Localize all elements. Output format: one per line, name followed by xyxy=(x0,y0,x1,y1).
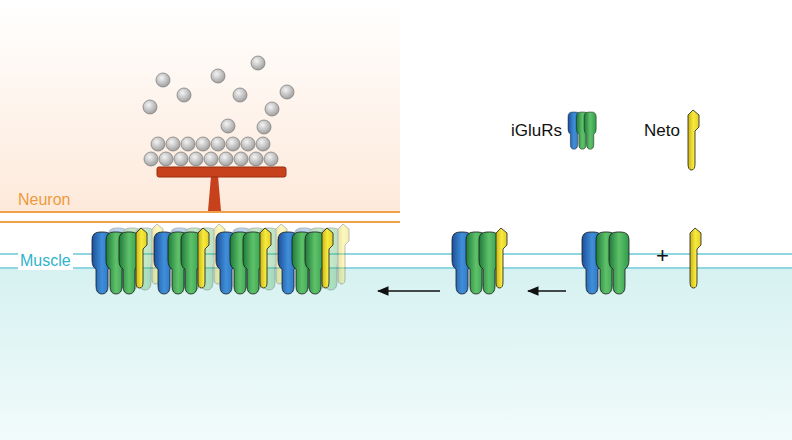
synaptic-vesicle xyxy=(166,137,180,151)
synaptic-vesicle xyxy=(211,137,225,151)
synaptic-vesicle xyxy=(196,137,210,151)
iglur-subunit-green xyxy=(609,232,629,294)
neuron-membrane xyxy=(0,221,400,223)
synaptic-vesicle xyxy=(219,152,233,166)
synaptic-vesicle xyxy=(204,152,218,166)
synaptic-vesicle xyxy=(159,152,173,166)
plus-sign: + xyxy=(656,243,669,268)
iglur-complex xyxy=(216,228,271,294)
synaptic-vesicle xyxy=(264,152,278,166)
synaptic-vesicle xyxy=(151,137,165,151)
synaptic-vesicle xyxy=(174,152,188,166)
synaptic-vesicle xyxy=(256,137,270,151)
neto-protein xyxy=(496,228,507,288)
neto-protein xyxy=(338,224,349,284)
synaptic-vesicle xyxy=(211,69,225,83)
region-label: Muscle xyxy=(18,252,73,270)
tbar-stem xyxy=(208,176,221,211)
neto-protein xyxy=(260,228,271,288)
synaptic-vesicle xyxy=(181,137,195,151)
synaptic-vesicle xyxy=(226,137,240,151)
synaptic-vesicle xyxy=(189,152,203,166)
iglur-complex xyxy=(568,112,596,149)
iglur-complex xyxy=(278,228,333,294)
legend-text: iGluRs xyxy=(511,121,562,141)
synaptic-vesicle xyxy=(251,56,265,70)
iglur-subunit-green xyxy=(584,112,596,149)
synaptic-vesicle xyxy=(221,119,235,133)
synaptic-vesicle xyxy=(241,137,255,151)
iglur-complex xyxy=(92,228,147,294)
synaptic-vesicle xyxy=(234,152,248,166)
neto-protein xyxy=(198,228,209,288)
synaptic-vesicle xyxy=(156,73,170,87)
neuron-cytoplasm xyxy=(0,0,400,212)
region-label: Neuron xyxy=(18,191,70,209)
legend-text: Neto xyxy=(644,121,680,141)
tbar-platform xyxy=(157,167,286,177)
synaptic-vesicle xyxy=(257,120,271,134)
synaptic-vesicle xyxy=(143,100,157,114)
iglur-complex xyxy=(452,228,507,294)
neto-protein xyxy=(688,110,699,170)
process-arrow xyxy=(528,290,566,291)
neto-protein xyxy=(136,228,147,288)
synaptic-vesicle xyxy=(144,152,158,166)
neto-protein xyxy=(322,228,333,288)
synaptic-vesicle xyxy=(249,152,263,166)
process-arrow xyxy=(378,290,440,291)
synaptic-vesicle xyxy=(265,102,279,116)
synaptic-vesicle xyxy=(233,88,247,102)
neuron-membrane xyxy=(0,211,400,213)
iglur-complex xyxy=(154,228,209,294)
synaptic-vesicle xyxy=(280,85,294,99)
iglur-complex xyxy=(582,232,629,294)
synaptic-vesicle xyxy=(177,88,191,102)
neto-protein xyxy=(690,228,701,288)
